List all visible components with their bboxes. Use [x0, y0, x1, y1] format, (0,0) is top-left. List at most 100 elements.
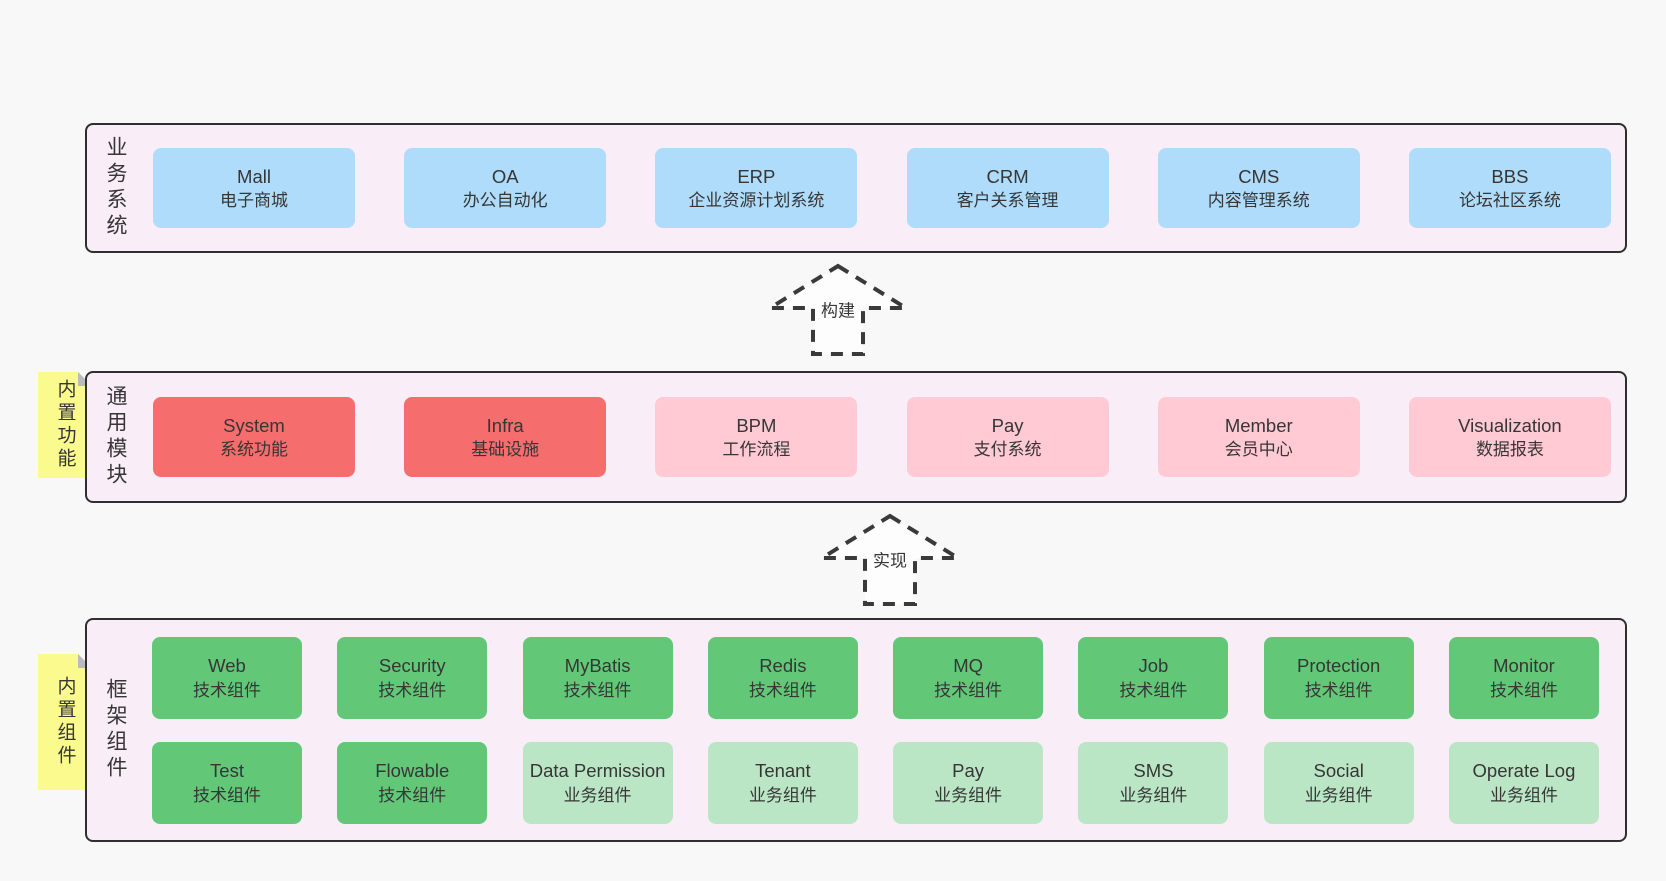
arrow-build: 构建 — [766, 262, 910, 358]
box-erp: ERP 企业资源计划系统 — [655, 148, 858, 228]
box-web: Web 技术组件 — [152, 636, 302, 719]
box-name: Data Permission — [529, 760, 666, 782]
box-security: Security 技术组件 — [337, 636, 488, 719]
box-desc: 数据报表 — [1475, 440, 1544, 460]
box-desc: 技术组件 — [934, 680, 1003, 700]
box-name: Mall — [237, 165, 271, 187]
box-pay-biz: Pay 业务组件 — [893, 741, 1044, 824]
box-desc: 技术组件 — [193, 785, 261, 805]
box-tenant: Tenant 业务组件 — [707, 741, 858, 824]
box-test: Test 技术组件 — [152, 741, 302, 824]
box-desc: 会员中心 — [1224, 440, 1293, 460]
box-name: BPM — [736, 414, 777, 436]
box-redis: Redis 技术组件 — [707, 636, 858, 719]
box-desc: 客户关系管理 — [956, 191, 1059, 211]
framework-box-rows: Web 技术组件 Security 技术组件 MyBatis 技术组件 Redi… — [152, 620, 1599, 840]
box-desc: 技术组件 — [193, 680, 261, 700]
box-name: BBS — [1491, 165, 1529, 187]
box-desc: 电子商城 — [220, 191, 288, 211]
box-desc: 业务组件 — [1119, 785, 1188, 805]
box-name: Flowable — [375, 760, 450, 782]
sticky-note-label: 内置功能 — [54, 379, 76, 471]
box-name: MQ — [953, 655, 984, 677]
box-social: Social 业务组件 — [1263, 741, 1414, 824]
box-name: Protection — [1297, 655, 1381, 677]
band-label-framework-components: 框架组件 — [104, 678, 127, 782]
box-name: Infra — [486, 414, 524, 436]
box-name: Test — [210, 760, 244, 782]
band-business-systems: 业务系统 Mall 电子商城 OA 办公自动化 ERP 企业资源计划系统 CRM… — [85, 123, 1627, 253]
box-name: Monitor — [1493, 655, 1555, 677]
box-sms: SMS 业务组件 — [1078, 741, 1229, 824]
arrow-implement-label: 实现 — [868, 544, 912, 574]
box-name: Web — [208, 655, 246, 677]
framework-row-1: Web 技术组件 Security 技术组件 MyBatis 技术组件 Redi… — [152, 636, 1599, 719]
box-visualization: Visualization 数据报表 — [1408, 397, 1611, 477]
box-desc: 技术组件 — [378, 680, 447, 700]
box-desc: 内容管理系统 — [1207, 191, 1310, 211]
box-desc: 业务组件 — [1489, 785, 1558, 805]
box-mq: MQ 技术组件 — [893, 636, 1044, 719]
box-crm: CRM 客户关系管理 — [906, 148, 1109, 228]
box-name: Member — [1224, 414, 1293, 436]
box-job: Job 技术组件 — [1078, 636, 1229, 719]
box-name: Operate Log — [1472, 760, 1576, 782]
band-common-modules: 通用模块 System 系统功能 Infra 基础设施 BPM 工作流程 Pay… — [85, 371, 1627, 503]
box-infra: Infra 基础设施 — [404, 397, 607, 477]
box-desc: 技术组件 — [1489, 680, 1558, 700]
box-name: CRM — [986, 165, 1029, 187]
box-name: OA — [491, 165, 519, 187]
box-desc: 系统功能 — [220, 440, 288, 460]
sticky-note-builtin-features: 内置功能 — [38, 372, 92, 478]
box-desc: 业务组件 — [563, 785, 632, 805]
box-desc: 论坛社区系统 — [1458, 191, 1561, 211]
box-operate-log: Operate Log 业务组件 — [1448, 741, 1599, 824]
box-name: Pay — [952, 760, 985, 782]
box-bpm: BPM 工作流程 — [655, 397, 858, 477]
box-desc: 工作流程 — [722, 440, 791, 460]
box-cms: CMS 内容管理系统 — [1157, 148, 1360, 228]
box-data-permission: Data Permission 业务组件 — [522, 741, 673, 824]
band-framework-components: 框架组件 Web 技术组件 Security 技术组件 MyBatis 技术组件… — [85, 618, 1627, 842]
box-name: Visualization — [1458, 414, 1562, 436]
band-label-common-modules: 通用模块 — [104, 385, 127, 489]
box-name: ERP — [737, 165, 776, 187]
box-name: Redis — [759, 655, 807, 677]
sticky-note-label: 内置组件 — [54, 676, 76, 768]
business-box-row: Mall 电子商城 OA 办公自动化 ERP 企业资源计划系统 CRM 客户关系… — [153, 125, 1611, 251]
box-name: CMS — [1238, 165, 1280, 187]
box-desc: 基础设施 — [471, 440, 540, 460]
arrow-implement: 实现 — [818, 512, 962, 608]
box-mybatis: MyBatis 技术组件 — [522, 636, 673, 719]
box-name: Job — [1138, 655, 1169, 677]
box-name: MyBatis — [564, 655, 631, 677]
arrow-build-label: 构建 — [816, 294, 860, 324]
box-desc: 业务组件 — [748, 785, 817, 805]
box-desc: 企业资源计划系统 — [688, 191, 825, 211]
box-name: Pay — [991, 414, 1024, 436]
box-name: Tenant — [755, 760, 811, 782]
box-desc: 业务组件 — [1304, 785, 1373, 805]
box-monitor: Monitor 技术组件 — [1448, 636, 1599, 719]
box-member: Member 会员中心 — [1157, 397, 1360, 477]
box-name: System — [223, 414, 285, 436]
framework-row-2: Test 技术组件 Flowable 技术组件 Data Permission … — [152, 741, 1599, 824]
box-desc: 技术组件 — [563, 680, 632, 700]
box-pay: Pay 支付系统 — [906, 397, 1109, 477]
box-desc: 技术组件 — [1119, 680, 1188, 700]
sticky-note-builtin-components: 内置组件 — [38, 654, 92, 790]
box-desc: 支付系统 — [973, 440, 1042, 460]
box-protection: Protection 技术组件 — [1263, 636, 1414, 719]
box-flowable: Flowable 技术组件 — [337, 741, 488, 824]
box-name: Social — [1313, 760, 1364, 782]
box-mall: Mall 电子商城 — [153, 148, 355, 228]
band-label-business-systems: 业务系统 — [104, 136, 127, 240]
box-system: System 系统功能 — [153, 397, 355, 477]
box-desc: 技术组件 — [748, 680, 817, 700]
box-desc: 技术组件 — [378, 785, 447, 805]
box-desc: 业务组件 — [934, 785, 1003, 805]
box-bbs: BBS 论坛社区系统 — [1408, 148, 1611, 228]
box-desc: 技术组件 — [1304, 680, 1373, 700]
box-name: SMS — [1133, 760, 1174, 782]
box-oa: OA 办公自动化 — [404, 148, 607, 228]
